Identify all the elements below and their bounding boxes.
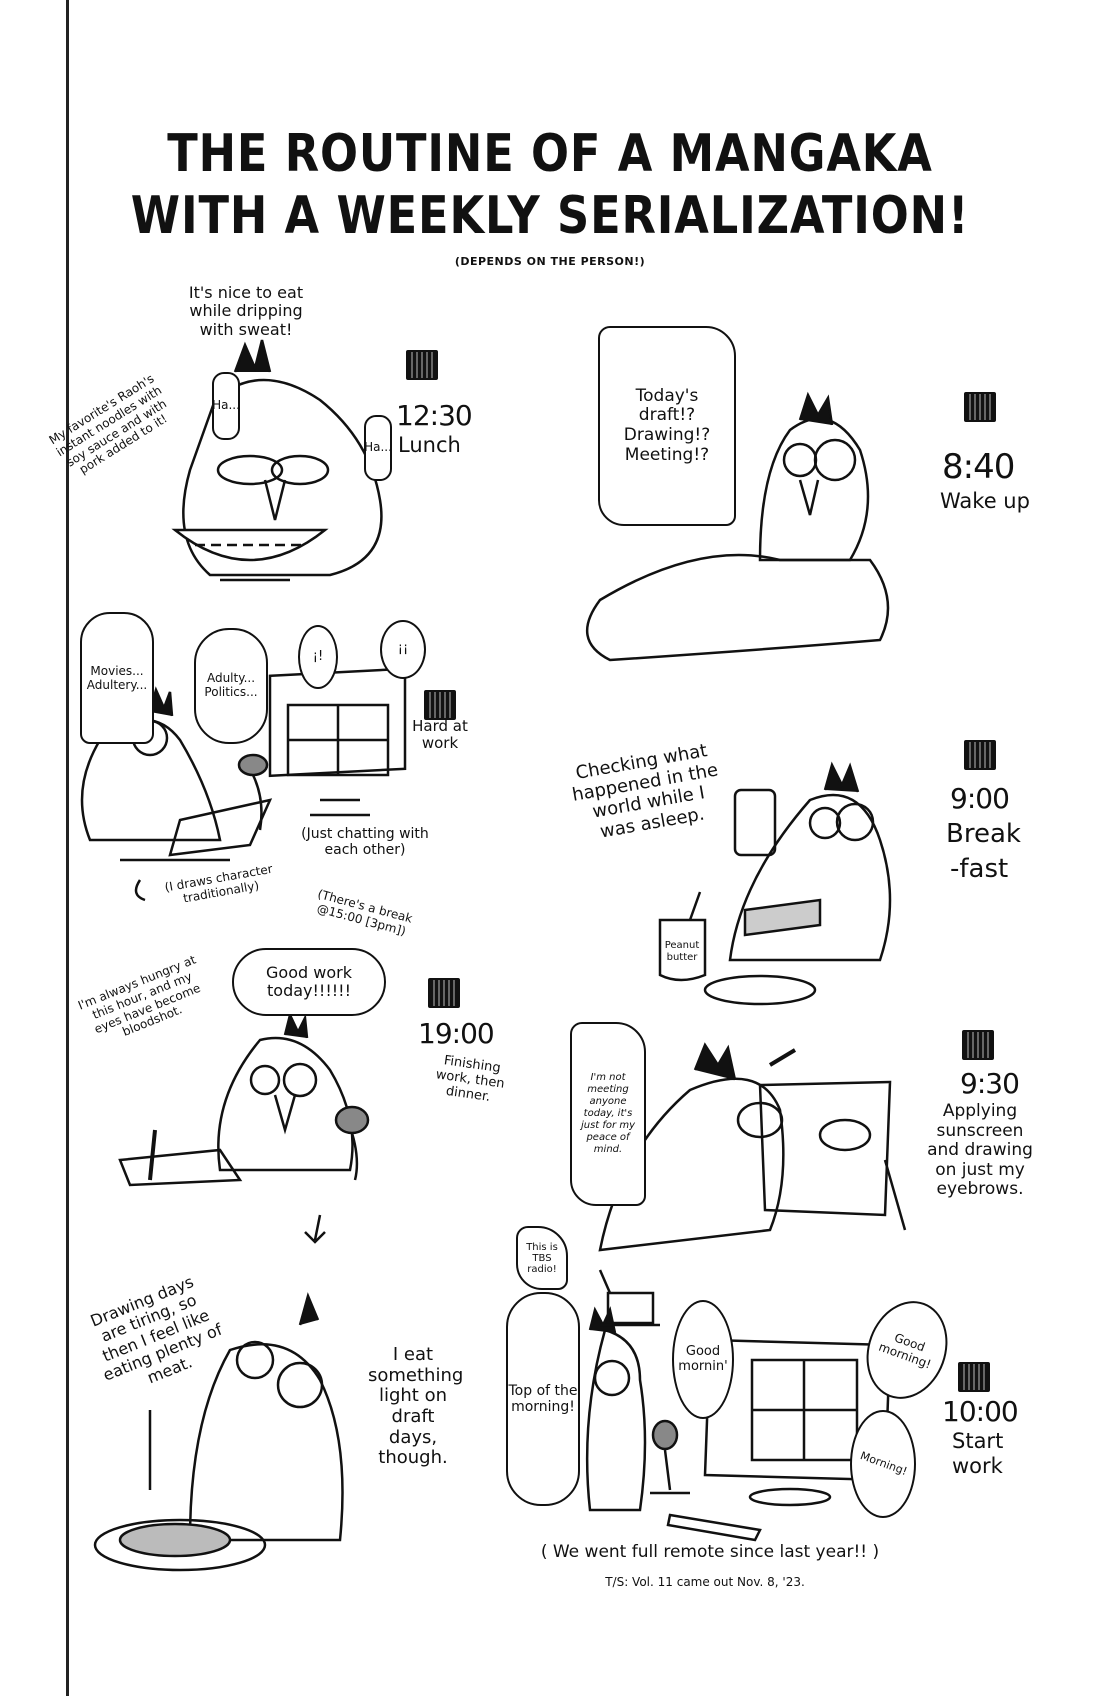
sunscreen-time: 9:30 — [960, 1067, 1020, 1100]
breakfast-activity-2: -fast — [950, 854, 1009, 884]
breakfast-chicken-illustration — [658, 761, 892, 1006]
wake-thought-bubble: Today's draft!? Drawing!? Meeting!? — [598, 326, 736, 526]
bubble-good-mornin: Good mornin' — [672, 1300, 734, 1419]
remote-note: ( We went full remote since last year!! … — [540, 1542, 880, 1562]
start-activity-2: work — [952, 1454, 1003, 1478]
bubble-top-of-morning-text: Top of the morning! — [508, 1382, 578, 1415]
start-work-illustration — [585, 1269, 892, 1542]
bubble-good-morning-text: Good morning! — [876, 1330, 934, 1372]
lunch-caption: It's nice to eat while dripping with swe… — [188, 283, 304, 339]
wake-chicken-illustration — [585, 391, 890, 662]
work-bubble-movies: Movies... Adultery... — [80, 612, 154, 744]
work-note-chat: (Just chatting with each other) — [301, 826, 429, 859]
bubble-good-mornin-text: Good mornin' — [678, 1343, 728, 1374]
radio-text: This is TBS radio! — [526, 1241, 558, 1275]
work-bubble-politics: Adulty... Politics... — [194, 628, 268, 744]
work-bubble-exclaim-1: ¡! — [298, 625, 338, 689]
bubble-morning: Morning! — [850, 1410, 916, 1518]
dinner-time: 19:00 — [418, 1017, 495, 1050]
bubble-top-of-morning: Top of the morning! — [506, 1292, 580, 1506]
meat-chicken-illustration — [93, 1292, 344, 1572]
clock-icon — [962, 1030, 994, 1060]
page-subtitle: (DEPENDS ON THE PERSON!) — [454, 255, 646, 268]
work-activity: Hard at work — [412, 717, 468, 753]
clock-icon — [964, 740, 996, 770]
work-bubble-exclaim-2: ¡¡ — [380, 620, 426, 679]
translator-footnote: T/S: Vol. 11 came out Nov. 8, '23. — [605, 1575, 805, 1589]
clock-icon — [958, 1362, 990, 1392]
bubble-morning-text: Morning! — [858, 1448, 909, 1478]
radio-speech-bubble: This is TBS radio! — [516, 1226, 568, 1290]
page-title-line-2: WITH A WEEKLY SERIALIZATION! — [130, 186, 970, 246]
start-activity-1: Start — [952, 1429, 1004, 1453]
lunch-chicken-illustration — [171, 339, 383, 582]
dinner-chicken-illustration — [118, 1011, 370, 1244]
breakfast-activity-1: Break — [946, 819, 1021, 849]
start-time: 10:00 — [942, 1395, 1019, 1428]
wake-time: 8:40 — [942, 447, 1015, 487]
breakfast-time: 9:00 — [950, 782, 1010, 815]
lunch-sfx-bubble-2: Ha... — [364, 415, 392, 481]
wake-thought-text: Today's draft!? Drawing!? Meeting!? — [623, 385, 711, 465]
clock-icon — [424, 690, 456, 720]
sunscreen-thought-bubble: I'm not meeting anyone today, it's just … — [570, 1022, 646, 1206]
dinner-speech-bubble: Good work today!!!!!! — [232, 948, 386, 1016]
work-monitor-illustration — [237, 667, 407, 831]
peanut-butter-label: Peanut butter — [664, 940, 700, 963]
sunscreen-activity: Applying sunscreen and drawing on just m… — [927, 1101, 1033, 1200]
lunch-activity: Lunch — [398, 433, 461, 457]
page-gutter-line — [66, 0, 69, 1696]
clock-icon — [964, 392, 996, 422]
dinner-bubble-text: Good work today!!!!!! — [266, 962, 352, 1000]
lunch-sfx-bubble-1: Ha... — [212, 372, 240, 440]
meat-caption: I eat something light on draft days, tho… — [368, 1344, 464, 1469]
wake-activity: Wake up — [940, 489, 1030, 513]
sunscreen-thought-text: I'm not meeting anyone today, it's just … — [580, 1072, 635, 1155]
clock-icon — [406, 350, 438, 380]
clock-icon — [428, 978, 460, 1008]
page-title-line-1: THE ROUTINE OF A MANGAKA — [167, 124, 933, 184]
lunch-time: 12:30 — [396, 399, 473, 432]
